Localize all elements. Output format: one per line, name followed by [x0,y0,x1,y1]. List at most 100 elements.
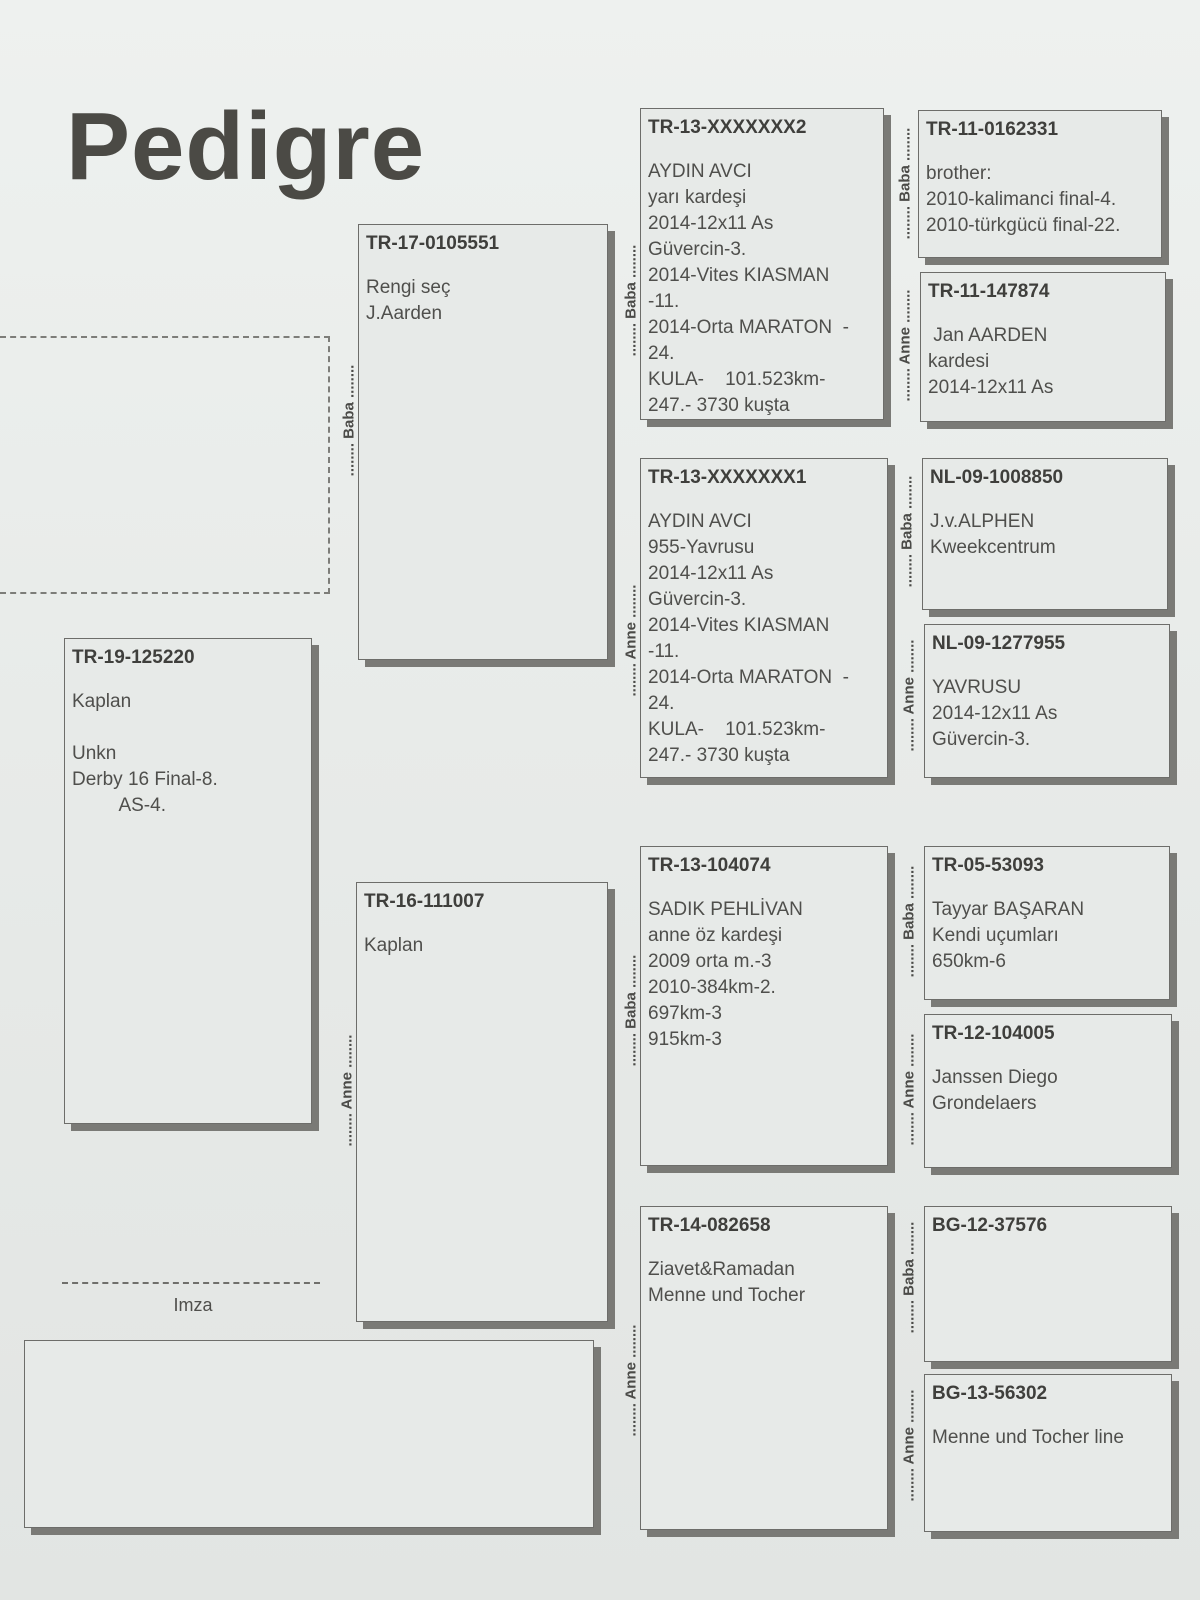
dam-dam-connector-label: ........ Anne ........ [622,1324,640,1436]
ring-number: BG-12-37576 [932,1215,1048,1236]
page-title: Pedigre [66,93,426,200]
dsd-connector-label: ........ Anne ........ [900,1033,918,1145]
ring-number: TR-14-082658 [648,1215,771,1236]
info-line: KULA- 101.523km- [648,719,826,740]
signature-label: Imza [173,1295,213,1315]
sss-connector-label: ........ Baba ........ [896,127,914,239]
sds-connector-label: ........ Baba ........ [898,475,916,587]
ddd-connector-label: ........ Anne ........ [900,1389,918,1501]
info-line: 697km-3 [648,1003,722,1024]
info-line: 2014-12x11 As [648,213,774,234]
info-line: brother: [926,163,992,184]
info-line: anne öz kardeşi [648,925,783,946]
ring-number: TR-12-104005 [932,1023,1055,1044]
info-line: 2014-Vites KIASMAN [648,265,830,286]
sdd-connector-label: ........ Anne ........ [900,639,918,751]
info-line: Kweekcentrum [930,537,1056,558]
ring-number: BG-13-56302 [932,1383,1048,1404]
sire-sire-connector-label: ........ Baba ........ [622,244,640,356]
ring-number: TR-19-125220 [72,647,195,668]
info-line: Kaplan [364,935,424,956]
info-line: Menne und Tocher [648,1285,806,1306]
info-line: Güvercin-3. [648,589,747,610]
info-line: Rengi seç [366,277,451,298]
info-line: Ziavet&Ramadan [648,1259,795,1280]
signature-box[interactable] [24,1340,594,1528]
info-line: 2014-Orta MARATON - [648,317,849,338]
sss-connector: ........ Baba ........ [894,127,916,239]
info-line: -11. [648,641,680,662]
info-line: 2010-türkgücü final-22. [926,215,1121,236]
dam-sire-connector-label: ........ Baba ........ [622,954,640,1066]
info-line: 247.- 3730 kuşta [648,395,790,416]
info-line: 955-Yavrusu [648,537,755,558]
info-line: 2014-Orta MARATON - [648,667,849,688]
dam-sire-connector: ........ Baba ........ [620,890,642,1130]
info-line: Derby 16 Final-8. [72,769,218,790]
info-line: yarı kardeşi [648,187,747,208]
info-line: 2010-kalimanci final-4. [926,189,1117,210]
info-line: AYDIN AVCI [648,161,752,182]
signature-line [62,1282,320,1284]
sds-connector: ........ Baba ........ [896,475,918,587]
dds-connector-label: ........ Baba ........ [900,1221,918,1333]
ring-number: TR-13-XXXXXXX1 [648,467,807,488]
ring-number: TR-05-53093 [932,855,1044,876]
info-line: 2010-384km-2. [648,977,776,998]
info-line: 24. [648,343,675,364]
info-line: Jan AARDEN [928,325,1048,346]
info-line: Güvercin-3. [932,729,1031,750]
dss-connector-label: ........ Baba ........ [900,865,918,977]
info-line: kardesi [928,351,990,372]
ring-number: NL-09-1008850 [930,467,1064,488]
info-line: Kendi uçumları [932,925,1059,946]
info-line: 2014-Vites KIASMAN [648,615,830,636]
ring-number: TR-17-0105551 [366,233,500,254]
ssd-connector-label: ........ Anne ........ [896,289,914,401]
dds-connector: ........ Baba ........ [898,1221,920,1333]
ring-number: NL-09-1277955 [932,633,1066,654]
ssd-connector: ........ Anne ........ [894,289,916,401]
info-line: J.v.ALPHEN [930,511,1035,532]
sire-sire-connector: ........ Baba ........ [620,170,642,430]
sire-connector-label: ........ Baba ........ [340,364,358,476]
dds-card[interactable]: BG-12-37576 [924,1206,1172,1362]
ddd-connector: ........ Anne ........ [898,1389,920,1501]
info-line: Tayyar BAŞARAN [932,899,1085,920]
ring-number: TR-11-0162331 [926,119,1059,140]
info-line: Menne und Tocher line [932,1427,1124,1448]
info-line: 2014-12x11 As [932,703,1058,724]
info-line: 915km-3 [648,1029,722,1050]
photo-placeholder [0,336,330,594]
sire-dam-connector-label: ........ Anne ........ [622,584,640,696]
info-line: KULA- 101.523km- [648,369,826,390]
info-line: SADIK PEHLİVAN [648,899,803,920]
sss-card[interactable]: TR-11-0162331 brother: 2010-kalimanci fina… [918,110,1162,258]
ring-number: TR-13-104074 [648,855,771,876]
info-line: AS-4. [72,795,166,816]
info-line: J.Aarden [366,303,443,324]
info-line: 2014-12x11 As [928,377,1054,398]
ring-number: TR-13-XXXXXXX2 [648,117,807,138]
sdd-connector: ........ Anne ........ [898,639,920,751]
info-line: 24. [648,693,675,714]
info-line: 2014-12x11 As [648,563,774,584]
info-line: 247.- 3730 kuşta [648,745,790,766]
info-line: Güvercin-3. [648,239,747,260]
dam-connector: ........ Anne ........ [336,990,358,1190]
dam-connector-label: ........ Anne ........ [338,1034,356,1146]
